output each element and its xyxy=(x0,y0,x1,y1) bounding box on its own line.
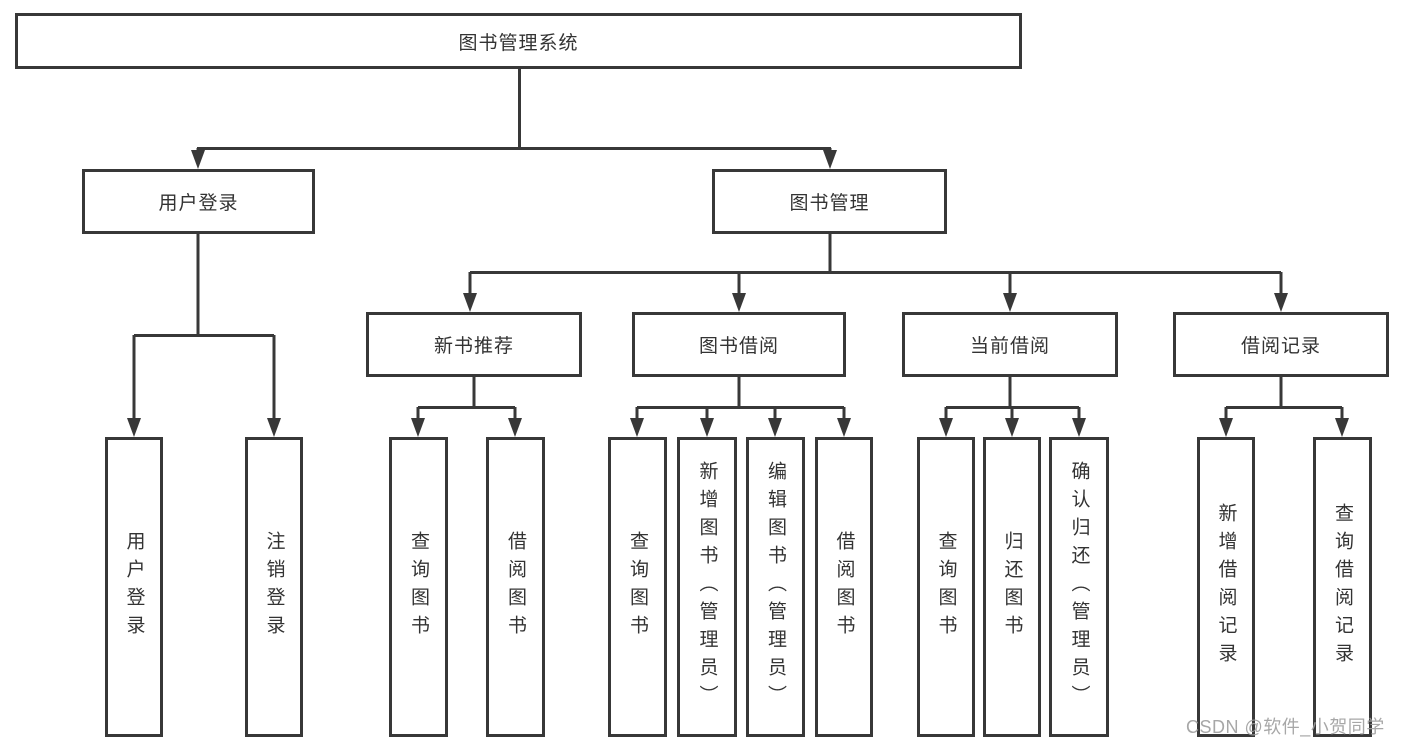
arrowhead xyxy=(1219,418,1233,437)
leaf-recommend-query-books: 查询图书 xyxy=(389,437,448,737)
arrowhead xyxy=(823,150,837,169)
arrowhead xyxy=(630,418,644,437)
leaf-user-login: 用户登录 xyxy=(105,437,163,737)
connector-book-borrow-split xyxy=(635,375,846,420)
connector-cur-borrow-split xyxy=(944,375,1081,420)
node-library-system: 图书管理系统 xyxy=(15,13,1022,69)
connector-root-split xyxy=(196,68,832,152)
leaf-borrowing-borrow-books: 借阅图书 xyxy=(815,437,873,737)
node-new-book-recommend: 新书推荐 xyxy=(366,312,582,377)
connector-new-book-split xyxy=(416,375,517,420)
leaf-borrowing-query-books: 查询图书 xyxy=(608,437,667,737)
leaf-query-borrow-record: 查询借阅记录 xyxy=(1313,437,1372,737)
arrowhead xyxy=(939,418,953,437)
arrowhead xyxy=(127,418,141,437)
node-borrowing-records: 借阅记录 xyxy=(1173,312,1389,377)
arrowhead xyxy=(1274,293,1288,312)
arrowhead xyxy=(411,418,425,437)
arrowhead xyxy=(463,293,477,312)
leaf-confirm-return-admin: 确认归还（管理员） xyxy=(1049,437,1109,737)
leaf-add-books-admin: 新增图书（管理员） xyxy=(677,437,737,737)
node-book-borrowing: 图书借阅 xyxy=(632,312,846,377)
arrowhead xyxy=(1005,418,1019,437)
node-user-login: 用户登录 xyxy=(82,169,315,234)
node-book-management: 图书管理 xyxy=(712,169,947,234)
leaf-current-query-books: 查询图书 xyxy=(917,437,975,737)
node-current-borrowing: 当前借阅 xyxy=(902,312,1118,377)
arrowhead xyxy=(837,418,851,437)
leaf-edit-books-admin: 编辑图书（管理员） xyxy=(746,437,805,737)
arrowhead xyxy=(700,418,714,437)
connector-book-mgmt-split xyxy=(468,231,1283,295)
leaf-logout: 注销登录 xyxy=(245,437,303,737)
connector-user-login-split xyxy=(132,232,276,420)
arrowhead xyxy=(732,293,746,312)
arrowhead xyxy=(768,418,782,437)
leaf-recommend-borrow-books: 借阅图书 xyxy=(486,437,545,737)
leaf-add-borrow-record: 新增借阅记录 xyxy=(1197,437,1255,737)
arrowhead xyxy=(1335,418,1349,437)
arrowhead xyxy=(191,150,205,169)
arrowhead xyxy=(267,418,281,437)
watermark: CSDN @软件_小贺同学 xyxy=(1186,717,1385,737)
leaf-return-books: 归还图书 xyxy=(983,437,1041,737)
arrowhead xyxy=(1003,293,1017,312)
connector-borrow-rec-split xyxy=(1224,375,1344,420)
arrowhead xyxy=(508,418,522,437)
arrowhead xyxy=(1072,418,1086,437)
